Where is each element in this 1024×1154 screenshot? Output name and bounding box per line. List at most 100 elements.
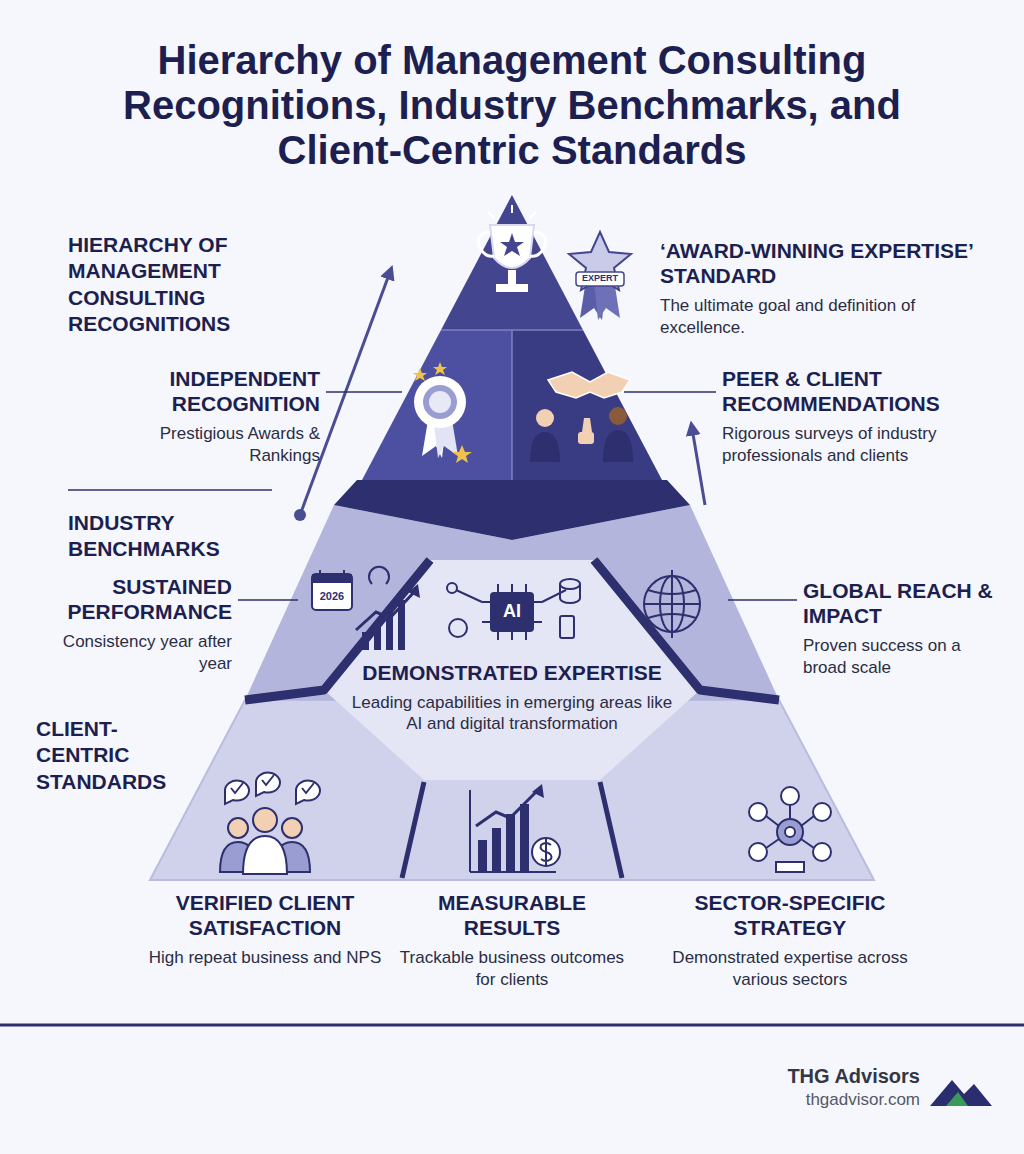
globe-icon xyxy=(644,570,700,638)
people-icon xyxy=(296,781,320,804)
ai-chip-icon xyxy=(511,632,513,640)
pyramid xyxy=(402,782,424,878)
calendar-chart-icon xyxy=(312,567,420,650)
rosette-icon xyxy=(433,362,447,375)
results-chart-icon xyxy=(532,838,560,866)
tier-heading: VERIFIED CLIENT SATISFACTION xyxy=(145,890,385,940)
brand-url: thgadvisor.com xyxy=(720,1090,920,1110)
logo-mark xyxy=(946,1092,968,1106)
pyramid xyxy=(362,330,512,480)
calendar-chart-icon xyxy=(343,570,345,578)
handshake-icon xyxy=(536,409,554,427)
rosette-icon xyxy=(429,391,451,413)
tier-description: The ultimate goal and definition of exce… xyxy=(660,295,980,338)
handshake-icon xyxy=(530,372,633,462)
calendar-year: 2026 xyxy=(312,585,352,607)
tier-label: DEMONSTRATED EXPERTISE Leading capabiliti… xyxy=(342,660,682,735)
leader-line xyxy=(68,489,272,491)
tier-heading: ‘AWARD-WINNING EXPERTISE’ STANDARD xyxy=(660,238,980,288)
ai-chip-icon xyxy=(456,590,482,602)
results-chart-icon xyxy=(506,814,515,872)
ai-chip-icon xyxy=(490,592,534,632)
tier-label: VERIFIED CLIENT SATISFACTION High repeat … xyxy=(145,890,385,969)
sector-icon xyxy=(801,816,814,826)
badge-text: EXPERT xyxy=(576,273,624,285)
trophy-icon xyxy=(478,232,494,256)
ai-chip-icon xyxy=(511,584,513,592)
sector-icon xyxy=(749,843,767,861)
tier-description: Leading capabilities in emerging areas l… xyxy=(342,692,682,735)
ai-chip-icon xyxy=(560,584,580,603)
sector-icon xyxy=(785,827,795,837)
tier-label: PEER & CLIENT RECOMMENDATIONSRigorous su… xyxy=(722,366,1007,466)
rosette-icon xyxy=(452,445,472,463)
results-chart-icon xyxy=(532,784,544,798)
leader-line xyxy=(68,392,797,600)
trophy-icon xyxy=(530,212,536,218)
tier-heading: SECTOR-SPECIFIC STRATEGY xyxy=(670,890,910,940)
pyramid xyxy=(334,480,690,540)
diagram-title: Hierarchy of Management Consulting Recog… xyxy=(72,38,952,174)
ai-chip-icon xyxy=(449,619,467,637)
trophy-icon xyxy=(490,225,534,268)
sector-icon xyxy=(801,839,814,848)
section-heading: INDUSTRY BENCHMARKS xyxy=(68,510,243,563)
people-icon xyxy=(228,818,248,838)
sector-icon xyxy=(781,787,799,805)
sector-icon xyxy=(766,839,779,848)
sector-icon xyxy=(766,816,779,826)
trophy-icon xyxy=(508,270,516,284)
sector-icon xyxy=(749,803,767,821)
ai-chip-icon xyxy=(497,584,499,592)
results-chart-icon xyxy=(476,790,538,826)
results-chart-icon xyxy=(478,840,487,872)
tier-description: Demonstrated expertise across various se… xyxy=(670,947,910,990)
handshake-icon xyxy=(548,372,630,398)
tier-description: Trackable business outcomes for clients xyxy=(392,947,632,990)
calendar-chart-icon xyxy=(408,584,420,598)
tier-description: High repeat business and NPS xyxy=(145,947,385,968)
ai-chip-icon xyxy=(482,621,490,623)
chip-text: AI xyxy=(490,600,534,623)
trophy-icon xyxy=(511,205,513,213)
expert-medal-icon xyxy=(569,232,631,320)
tier-description: Prestigious Awards & Rankings xyxy=(100,423,320,466)
results-chart-icon xyxy=(492,828,501,872)
people-icon xyxy=(253,808,277,832)
leader-line xyxy=(624,391,716,393)
tier-heading: DEMONSTRATED EXPERTISE xyxy=(342,660,682,685)
handshake-icon xyxy=(582,418,592,432)
sector-icon xyxy=(789,805,791,819)
ai-chip-icon xyxy=(447,579,580,640)
sector-icon xyxy=(777,819,803,845)
ai-chip-icon xyxy=(560,616,574,638)
progress-arrow xyxy=(294,509,306,521)
results-chart-icon xyxy=(469,790,471,872)
tier-label: GLOBAL REACH & IMPACTProven success on a… xyxy=(803,578,1008,678)
ai-chip-icon xyxy=(497,632,499,640)
pyramid xyxy=(324,560,700,780)
sector-icon xyxy=(813,803,831,821)
calendar-chart-icon xyxy=(374,622,381,650)
people-icon xyxy=(225,781,249,804)
calendar-chart-icon xyxy=(369,567,389,584)
section-heading: HIERARCHY OF MANAGEMENT CONSULTING RECOG… xyxy=(68,232,300,337)
globe-icon xyxy=(671,570,673,638)
pyramid xyxy=(511,330,513,480)
leader-line xyxy=(238,599,298,601)
pyramid xyxy=(441,195,583,330)
rosette-icon xyxy=(413,368,427,381)
trophy-icon xyxy=(488,212,494,218)
people-icon xyxy=(262,775,274,785)
calendar-chart-icon xyxy=(312,574,352,583)
tier-heading: SUSTAINED PERFORMANCE xyxy=(36,574,232,624)
results-chart-icon xyxy=(470,784,560,872)
ai-chip-icon xyxy=(534,601,542,603)
expert-medal-icon xyxy=(576,272,624,286)
people-icon xyxy=(231,783,243,793)
tier-description: Consistency year after year xyxy=(36,631,232,674)
handshake-icon xyxy=(603,430,633,462)
ai-chip-icon xyxy=(447,583,457,593)
people-icon xyxy=(282,818,302,838)
